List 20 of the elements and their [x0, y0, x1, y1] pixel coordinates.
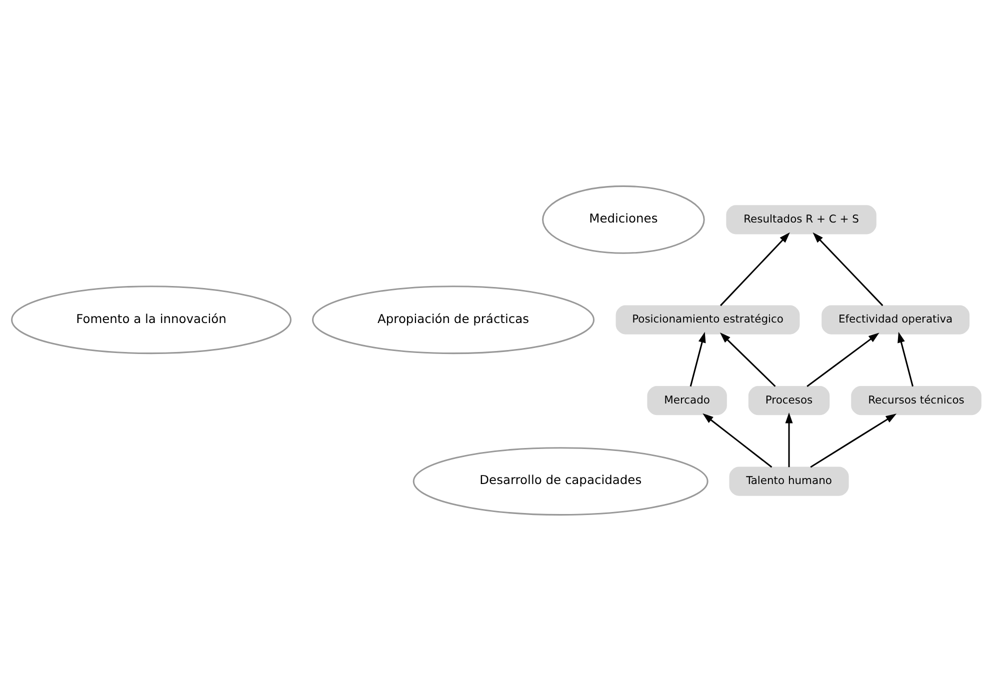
arrow	[720, 232, 790, 306]
node-box: Posicionamiento estratégico	[616, 304, 800, 334]
node-ellipse: Apropiación de prácticas	[312, 285, 595, 354]
node-ellipse: Mediciones	[542, 184, 705, 254]
node-box: Efectividad operativa	[822, 304, 970, 334]
node-ellipse: Desarrollo de capacidades	[412, 446, 708, 516]
arrow	[898, 331, 914, 386]
arrow	[690, 331, 706, 386]
arrow	[785, 412, 793, 467]
node-box: Mercado	[647, 386, 727, 415]
arrow	[720, 332, 776, 386]
arrow	[810, 413, 897, 468]
arrow	[702, 412, 772, 468]
node-box: Procesos	[748, 386, 830, 415]
node-box: Resultados R + C + S	[726, 204, 876, 234]
node-box: Recursos técnicos	[851, 386, 982, 415]
arrow	[806, 332, 880, 386]
node-ellipse: Fomento a la innovación	[11, 285, 292, 354]
arrow	[812, 232, 884, 306]
node-box: Talento humano	[729, 466, 849, 496]
